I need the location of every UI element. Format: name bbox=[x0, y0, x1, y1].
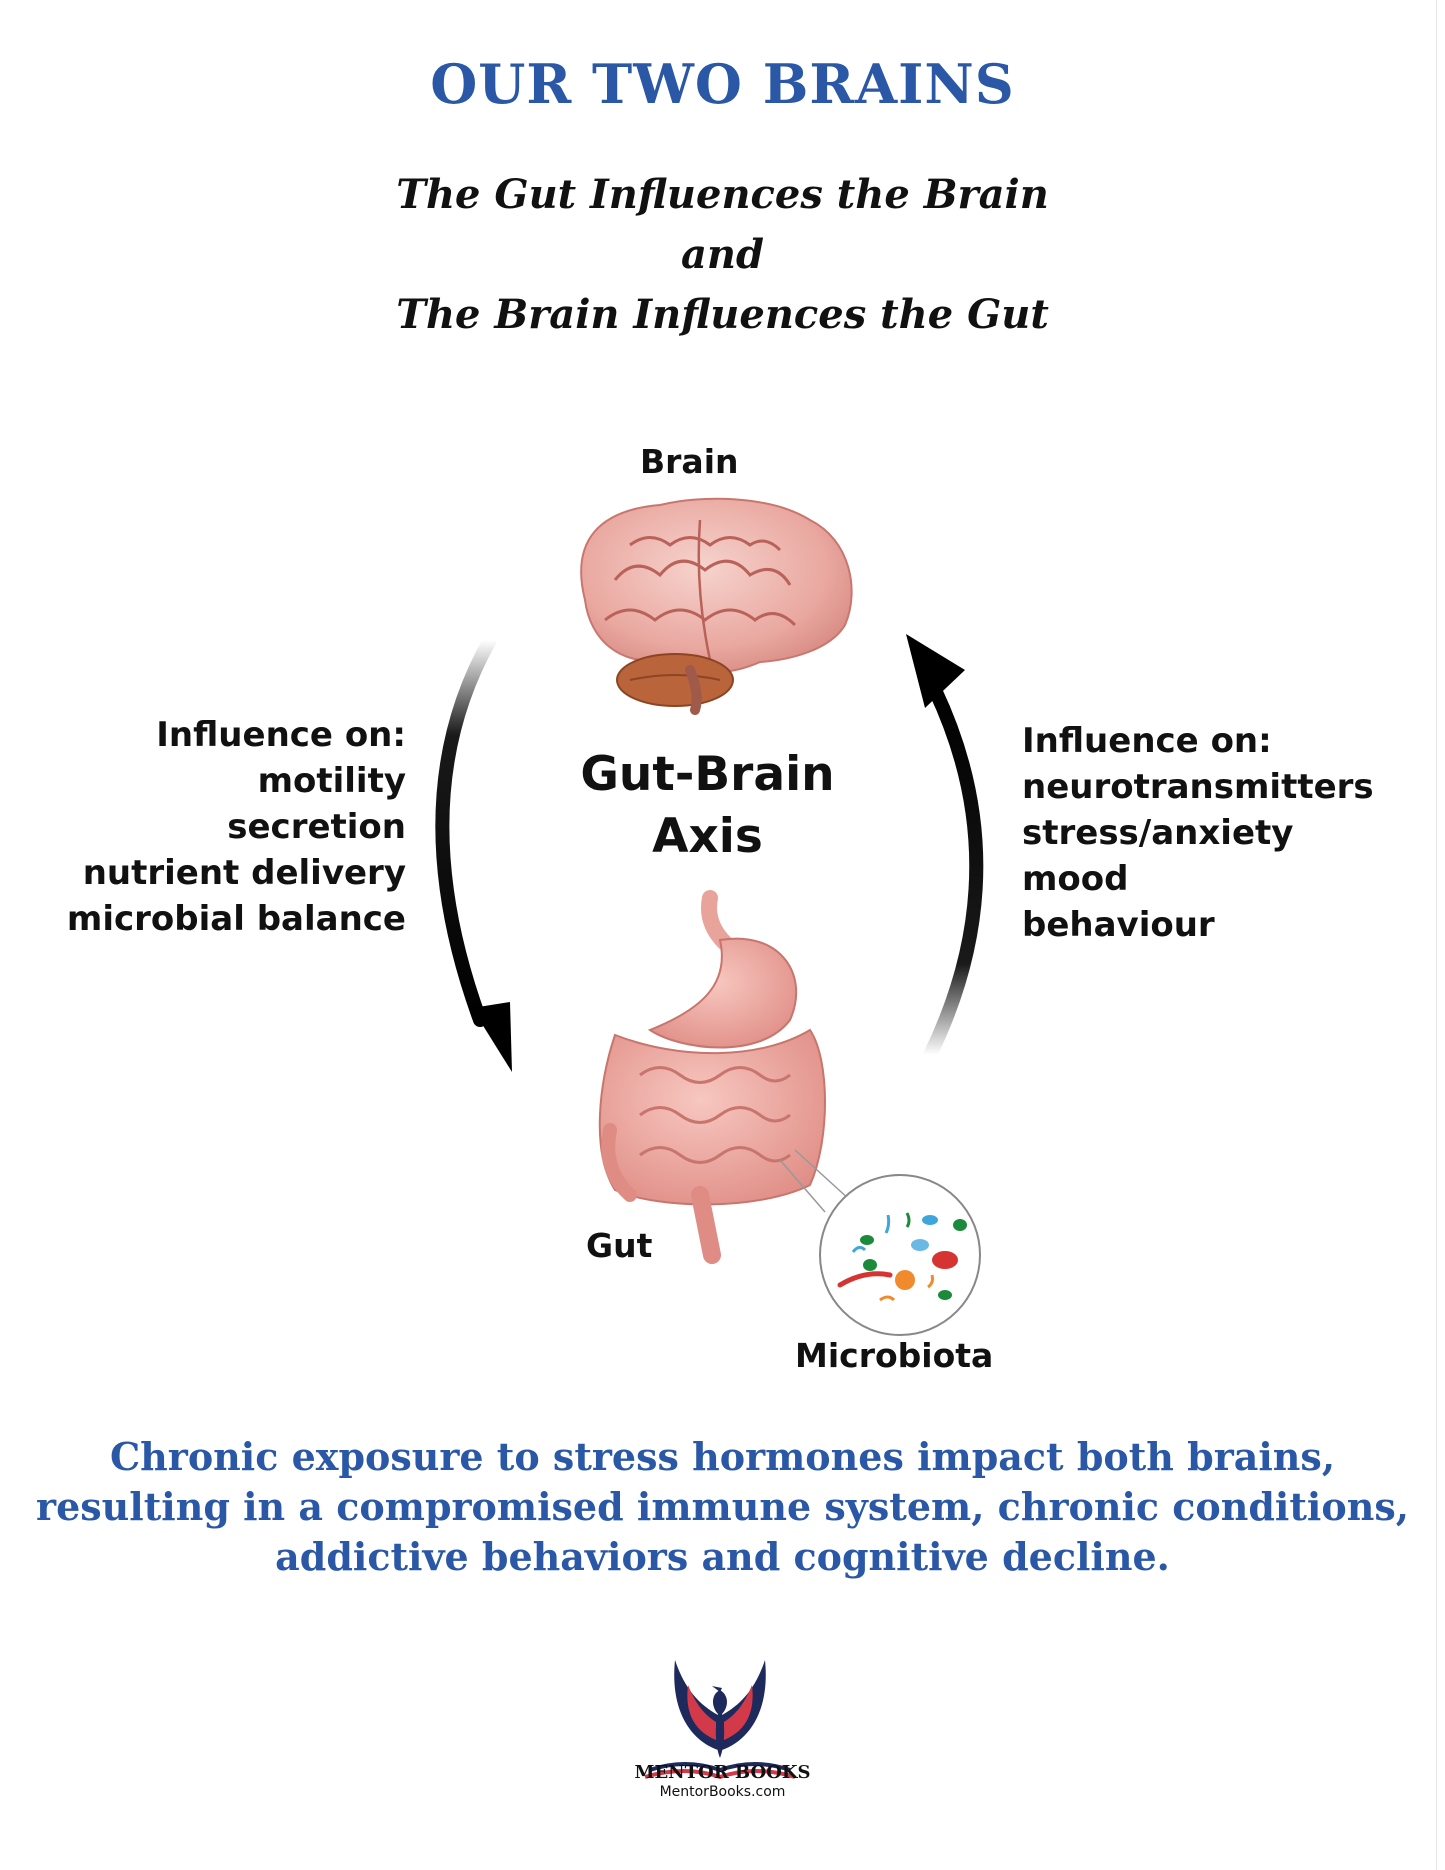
left-arrow bbox=[435, 633, 512, 1072]
subtitle-line-1: The Gut Influences the Brain bbox=[396, 171, 1049, 218]
brand-name: MENTOR BOOKS bbox=[634, 1762, 811, 1783]
subtitle-line-3: The Brain Influences the Gut bbox=[396, 291, 1049, 338]
gut-brain-diagram bbox=[435, 497, 984, 1336]
subtitle: The Gut Influences the Brain and The Bra… bbox=[0, 165, 1445, 345]
brain-label: Brain bbox=[640, 442, 739, 481]
page-edge bbox=[1436, 0, 1437, 1870]
right-influence-item: stress/anxiety bbox=[1022, 813, 1294, 853]
footer-line-2: resulting in a compromised immune system… bbox=[36, 1484, 1409, 1529]
axis-label-line-2: Axis bbox=[652, 809, 763, 864]
right-influence-item: behaviour bbox=[1022, 905, 1215, 945]
footer-line-1: Chronic exposure to stress hormones impa… bbox=[109, 1434, 1336, 1479]
brain-icon bbox=[580, 497, 853, 715]
axis-label-line-1: Gut-Brain bbox=[580, 747, 835, 802]
left-influence-item: nutrient delivery bbox=[82, 853, 406, 893]
left-influence-item: microbial balance bbox=[66, 899, 406, 939]
gut-icon bbox=[598, 890, 826, 1264]
microbiota-icon bbox=[819, 1174, 981, 1336]
right-influence-item: mood bbox=[1022, 859, 1129, 899]
subtitle-line-2: and bbox=[681, 231, 764, 278]
gut-label: Gut bbox=[586, 1226, 653, 1265]
connector-line bbox=[779, 1159, 826, 1213]
left-influence-item: secretion bbox=[227, 807, 406, 847]
footer-line-3: addictive behaviors and cognitive declin… bbox=[275, 1534, 1170, 1579]
phoenix-book-logo bbox=[644, 1660, 796, 1780]
left-influence-list: Influence on: motility secretion nutrien… bbox=[50, 712, 406, 942]
right-influence-heading: Influence on: bbox=[1022, 721, 1272, 761]
microbiota-label: Microbiota bbox=[795, 1336, 994, 1375]
page-title: OUR TWO BRAINS bbox=[430, 52, 1015, 116]
brand-url: MentorBooks.com bbox=[659, 1784, 786, 1800]
right-influence-item: neurotransmitters bbox=[1022, 767, 1374, 807]
right-influence-list: Influence on: neurotransmitters stress/a… bbox=[1022, 718, 1422, 948]
left-influence-heading: Influence on: bbox=[156, 715, 406, 755]
gut-brain-axis-label: Gut-Brain Axis bbox=[560, 744, 855, 868]
right-arrow bbox=[906, 634, 984, 1062]
footer-statement: Chronic exposure to stress hormones impa… bbox=[0, 1432, 1445, 1582]
connector-line bbox=[794, 1149, 851, 1201]
left-influence-item: motility bbox=[257, 761, 406, 801]
